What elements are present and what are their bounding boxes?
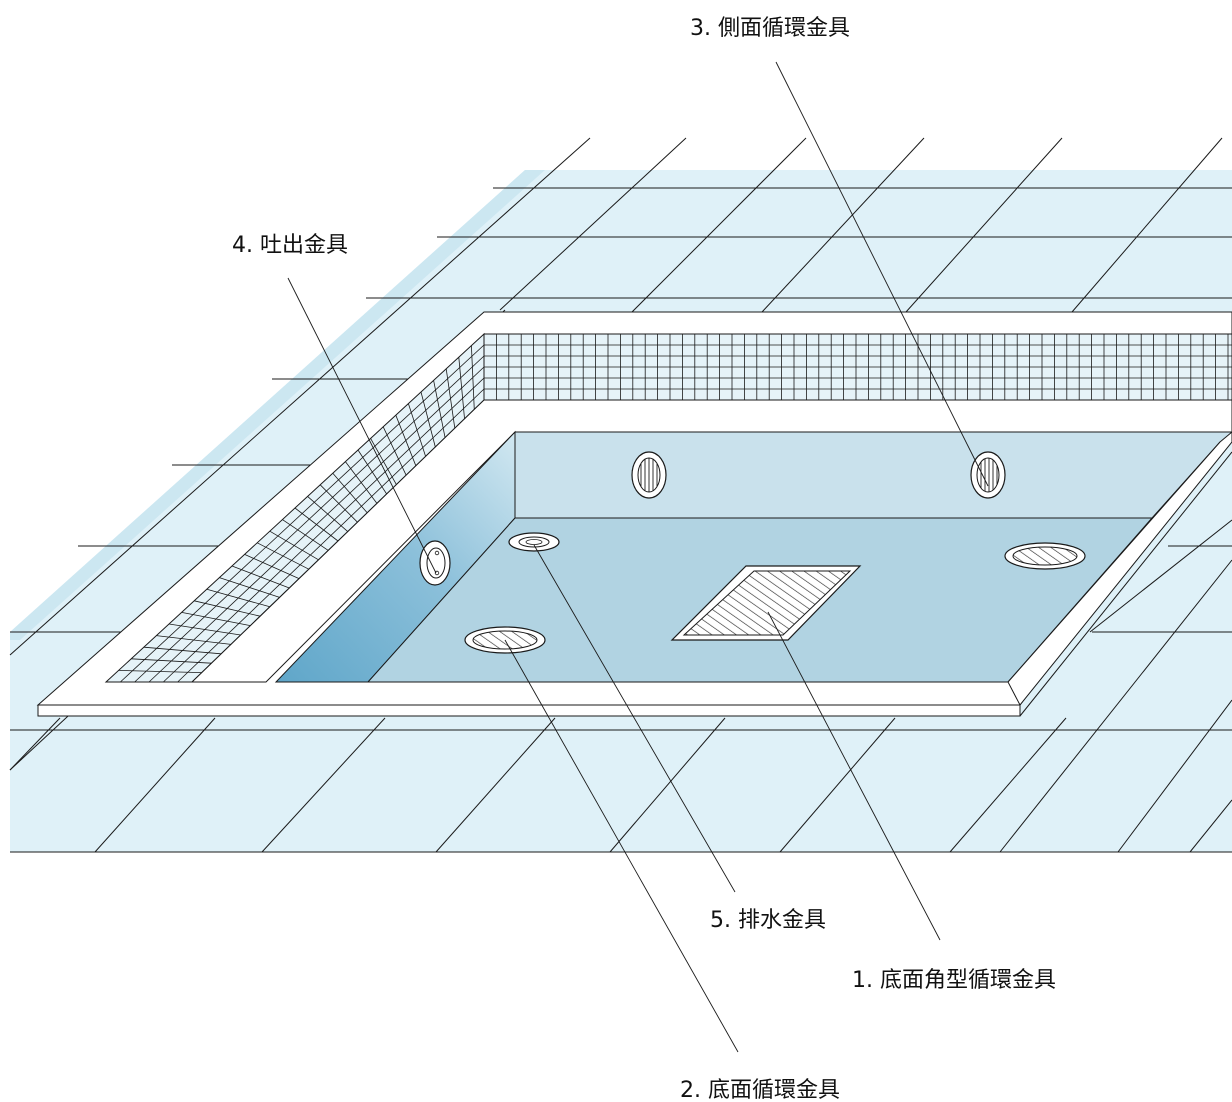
bottom-square-circulation-fitting	[670, 565, 862, 641]
mosaic-far-grid	[484, 334, 1232, 400]
mosaic-grid-line	[177, 388, 485, 683]
side-circulation-fitting	[970, 451, 1006, 499]
label-bottom-square-circulation-fitting: 1. 底面角型循環金具	[852, 968, 1056, 993]
mosaic-grid-line	[134, 355, 485, 683]
label-bottom-circulation-fitting: 2. 底面循環金具	[680, 1078, 840, 1102]
label-outlet-fitting: 4. 吐出金具	[232, 233, 348, 258]
side-circulation-fitting	[631, 451, 667, 499]
mosaic-grid-line	[120, 344, 485, 683]
drain-fitting	[508, 532, 560, 552]
mosaic-grid-line	[163, 377, 485, 683]
bottom-circulation-fitting	[1004, 542, 1086, 570]
outlet-fitting	[419, 540, 451, 586]
mosaic-left-grid	[118, 344, 485, 683]
mosaic-grid-line	[148, 366, 485, 683]
leader-lines	[287, 61, 989, 1053]
label-drain-fitting: 5. 排水金具	[710, 908, 826, 933]
label-side-circulation-fitting: 3. 側面循環金具	[690, 16, 850, 41]
deck-tile-lines-horizontal	[10, 187, 1232, 853]
